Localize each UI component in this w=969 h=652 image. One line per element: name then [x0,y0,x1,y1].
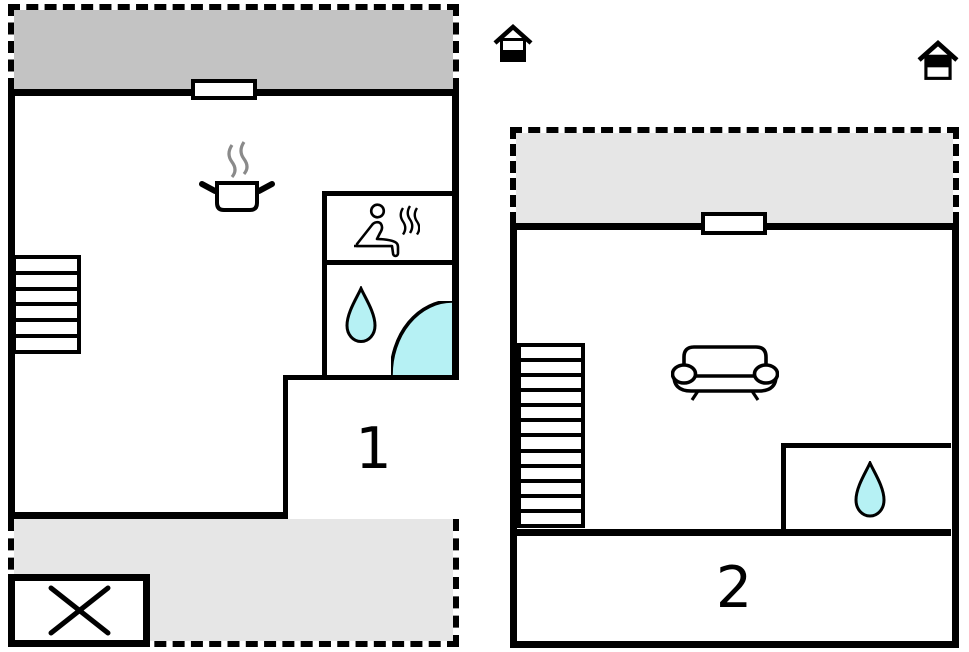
sofa-armrest [671,363,698,385]
pot-handle [199,181,218,194]
steam-line [399,207,407,236]
steam-line [239,141,249,176]
stair-step [521,422,581,438]
person-body [355,220,400,258]
house-roof [917,40,959,62]
plan2-window [701,212,767,235]
stair-step [521,452,581,468]
water-drop-icon [853,461,887,518]
steam-line [413,207,420,236]
person-head [369,203,386,219]
corner-shower-icon [391,301,452,375]
crossed-box-icon [8,574,150,647]
stair-step [521,347,581,363]
plan2-room2-wall [517,529,951,536]
stair-step [521,482,581,498]
water-drop-icon [344,286,378,344]
stair-step [521,362,581,378]
stair-step [521,437,581,453]
active-floor-band [925,56,951,68]
room-2-label: 2 [715,554,753,621]
plan2-room-2: 2 [517,536,951,640]
steam-line [406,205,414,234]
shower-arc [391,301,452,375]
house-ground-floor-icon [493,24,533,63]
plan1-terrace-top [8,4,459,90]
stair-step [16,338,77,350]
plan1-stairs [12,255,81,354]
sauna-icon [352,201,420,259]
house-roof [493,24,533,45]
plan1-sauna-room [322,191,452,265]
plan2-terrace-top [510,127,959,224]
stair-step [521,392,581,408]
pot-handle [256,181,275,194]
sofa-icon [671,343,779,401]
plan1-room-1: 1 [283,375,459,519]
stair-step [16,322,77,339]
plan1-window [191,79,257,100]
house-upper-floor-icon [917,40,959,81]
stair-step [16,274,77,291]
stair-step [521,407,581,423]
active-floor-band [501,50,525,61]
pot-body [215,181,259,212]
sofa-seat [672,373,778,393]
sofa-leg [750,390,760,401]
stove-icon [198,139,276,213]
stair-step [521,467,581,483]
water-drop [854,461,886,518]
stair-step [521,497,581,513]
sofa-leg [690,390,700,401]
water-drop [345,286,377,344]
stair-step [521,377,581,393]
steam-line [227,144,237,179]
room-1-label: 1 [355,416,392,482]
plan2-stairs [517,343,585,528]
stair-step [16,259,77,275]
stair-step [521,512,581,524]
sofa-backrest [682,345,768,376]
cross-line [48,585,111,636]
stair-step [16,306,77,323]
stair-step [16,290,77,307]
sofa-armrest [752,363,779,385]
shower-basin [391,301,452,375]
